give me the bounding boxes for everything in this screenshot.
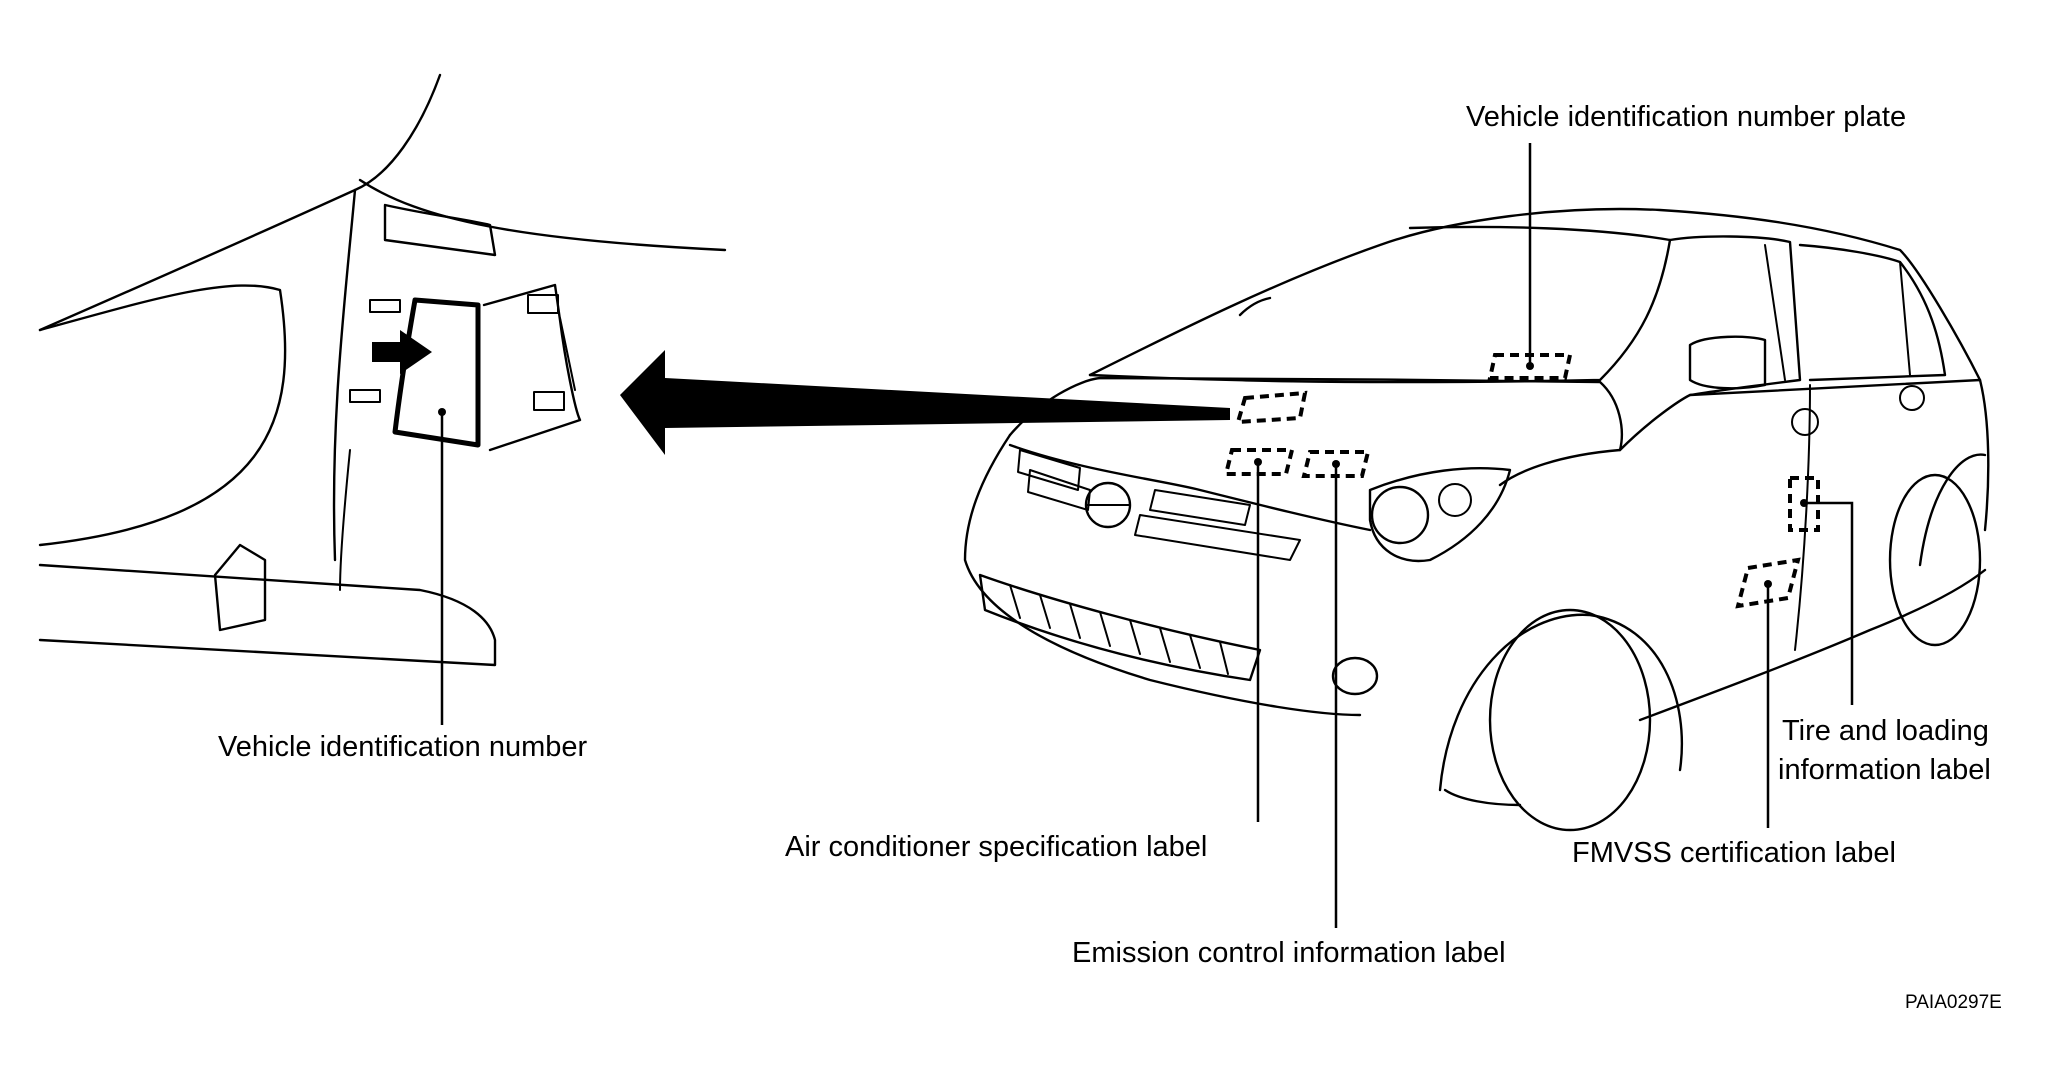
- tire-bottom: [1443, 788, 1522, 807]
- door-gap: [1794, 384, 1811, 651]
- rocker-line: [1638, 568, 1987, 722]
- tire-loading-label-line2: information label: [1778, 754, 1991, 787]
- fmvss-marker: [1735, 557, 1801, 609]
- inner-pillar: [332, 188, 357, 562]
- fmvss-label: FMVSS certification label: [1572, 837, 1896, 869]
- inner-line: [339, 449, 351, 591]
- ac-spec-label: Air conditioner specification label: [785, 831, 1208, 863]
- roof-outline: [1088, 207, 1982, 382]
- flap-tab-upper: [527, 294, 559, 314]
- pointer-arrow-large: [620, 350, 1230, 455]
- emission-marker: [1301, 450, 1371, 478]
- slot-lower: [349, 389, 381, 403]
- flap-edge: [559, 317, 576, 391]
- grille-top: [1008, 443, 1372, 532]
- lower-clip: [213, 543, 267, 632]
- rear-door-window: [1798, 243, 1947, 382]
- lower-intake: [978, 573, 1262, 682]
- hood: [1008, 376, 1623, 487]
- leader-lines: [1254, 143, 1854, 928]
- pointer-arrow-small: [372, 330, 432, 374]
- pillar-outline: [38, 73, 442, 332]
- vin-marker: [1235, 390, 1308, 425]
- vin-detail-view: [38, 73, 727, 725]
- rear-wheel-arch: [1918, 453, 1987, 567]
- intake-slats: [1009, 584, 1229, 675]
- upper-tab: [383, 203, 497, 257]
- rear-pillar: [1899, 261, 1911, 376]
- roof-line: [1408, 225, 1672, 242]
- slot-upper: [369, 299, 401, 313]
- tire-loading-label-line1: Tire and loading: [1782, 715, 1989, 747]
- vin-window: [392, 297, 481, 448]
- body-side-upper: [1618, 378, 1990, 532]
- front-wheel: [1488, 608, 1652, 832]
- front-door-window: [1668, 235, 1802, 397]
- flap-tab-lower: [533, 391, 565, 411]
- headlight-lens-small: [1438, 483, 1472, 517]
- windshield: [1088, 238, 1672, 384]
- rear-door-handle: [1899, 385, 1925, 411]
- side-mirror: [1688, 335, 1767, 390]
- headlight: [1368, 466, 1512, 563]
- figure-code: PAIA0297E: [1905, 992, 2002, 1013]
- vehicle-drawing: [963, 207, 1990, 832]
- lower-panel: [38, 563, 497, 667]
- window-pillar: [1764, 244, 1786, 381]
- dash-outline: [38, 284, 287, 547]
- tire-loading-marker: [1788, 476, 1820, 532]
- vin-plate-label: Vehicle identification number plate: [1466, 101, 1907, 133]
- emission-label: Emission control information label: [1072, 937, 1506, 969]
- rear-wheel: [1888, 473, 1982, 647]
- front-wheel-arch: [1438, 613, 1684, 792]
- tire-loading-leader: [1804, 501, 1854, 705]
- ac-spec-marker: [1223, 448, 1295, 476]
- vin-plate-marker: [1487, 353, 1573, 380]
- vin-label: Vehicle identification number: [218, 731, 588, 763]
- upper-grille: [1017, 449, 1301, 561]
- headlight-lens: [1370, 485, 1430, 545]
- front-door-handle: [1791, 408, 1819, 436]
- label-markers: [1223, 353, 1820, 609]
- mirror-left: [1238, 296, 1272, 317]
- cowl-line: [358, 178, 727, 252]
- front-fascia: [963, 433, 1362, 717]
- tire-loading-label: Tire and loading information label: [1778, 712, 1991, 790]
- fog-lamp: [1331, 656, 1379, 696]
- cover-flap: [482, 283, 582, 452]
